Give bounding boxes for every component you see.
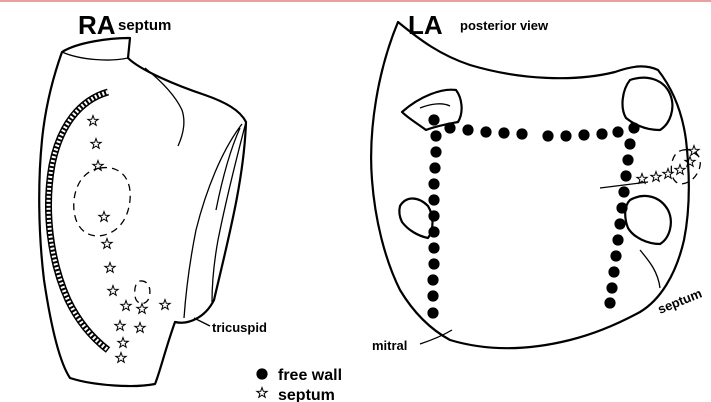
free-wall-dot (608, 266, 619, 277)
left-atrium-drawing (371, 22, 700, 348)
septum-star (685, 157, 695, 167)
free-wall-dot (498, 127, 509, 138)
septum-star (135, 323, 145, 333)
septum-star (689, 146, 699, 156)
free-wall-dot (430, 130, 441, 141)
free-wall-dot (428, 242, 439, 253)
septum-star (102, 239, 112, 249)
free-wall-dot (616, 202, 627, 213)
fossa-ovalis-dashed (74, 168, 130, 236)
septum-star (115, 321, 125, 331)
legend-septum-label: septum (278, 387, 335, 402)
ra-inner-line-2 (212, 122, 246, 302)
free-wall-dot (614, 218, 625, 229)
legend-free-wall-label: free wall (278, 367, 342, 384)
septum-star (118, 338, 128, 348)
ra-subtitle: septum (118, 17, 171, 34)
ra-hatched-band-inner (49, 92, 108, 350)
free-wall-dot (428, 210, 439, 221)
legend: free wall septum (256, 367, 342, 402)
free-wall-dot (560, 130, 571, 141)
free-wall-dot (427, 274, 438, 285)
ra-title: RA (78, 10, 116, 40)
free-wall-dot (428, 258, 439, 269)
la-title: LA (408, 10, 443, 40)
coronary-sinus-dashed (135, 281, 150, 304)
free-wall-dot (604, 297, 615, 308)
la-outline (371, 22, 689, 348)
mitral-label: mitral (372, 338, 407, 353)
septum-star (91, 139, 101, 149)
pv-right-upper (623, 78, 673, 130)
free-wall-dot (444, 122, 455, 133)
septum-star (88, 116, 98, 126)
la-subtitle: posterior view (460, 18, 549, 33)
free-wall-dot (596, 128, 607, 139)
free-wall-dot (427, 290, 438, 301)
ra-appendage-top (62, 52, 128, 60)
free-wall-dot (578, 129, 589, 140)
la-septum-star-markers (637, 146, 699, 184)
free-wall-dot (618, 186, 629, 197)
free-wall-dot (620, 170, 631, 181)
septum-star (675, 165, 685, 175)
septum-star (160, 300, 170, 310)
pv-right-lower (625, 196, 671, 244)
free-wall-dot (624, 138, 635, 149)
legend-septum-symbol (257, 388, 267, 398)
free-wall-dot (610, 250, 621, 261)
free-wall-dot (622, 154, 633, 165)
pv-left-upper-inner (420, 104, 450, 108)
free-wall-dot (606, 282, 617, 293)
free-wall-dot (430, 146, 441, 157)
la-septal-line (640, 250, 660, 288)
free-wall-dot (428, 194, 439, 205)
free-wall-dot (612, 126, 623, 137)
free-wall-dot (429, 162, 440, 173)
free-wall-dot (628, 122, 639, 133)
septum-star (651, 172, 661, 182)
septum-star (137, 304, 147, 314)
septum-star (108, 286, 118, 296)
septum-star (121, 301, 131, 311)
septum-star (116, 353, 126, 363)
free-wall-dot (462, 124, 473, 135)
free-wall-dot (480, 126, 491, 137)
free-wall-dot (427, 307, 438, 318)
free-wall-dot (516, 128, 527, 139)
free-wall-dot (612, 234, 623, 245)
tricuspid-label: tricuspid (212, 320, 267, 335)
pv-left-lower (399, 199, 432, 239)
septum-star (105, 263, 115, 273)
free-wall-dot (542, 130, 553, 141)
septum-star (99, 212, 109, 222)
ra-hatched-band-outer (49, 92, 108, 350)
free-wall-dot (428, 226, 439, 237)
legend-free-wall-symbol (256, 368, 267, 379)
ra-septum-star-markers (88, 116, 170, 363)
free-wall-dot (428, 114, 439, 125)
tricuspid-pointer (194, 318, 210, 326)
la-free-wall-dot-markers (427, 114, 639, 318)
free-wall-dot (428, 178, 439, 189)
